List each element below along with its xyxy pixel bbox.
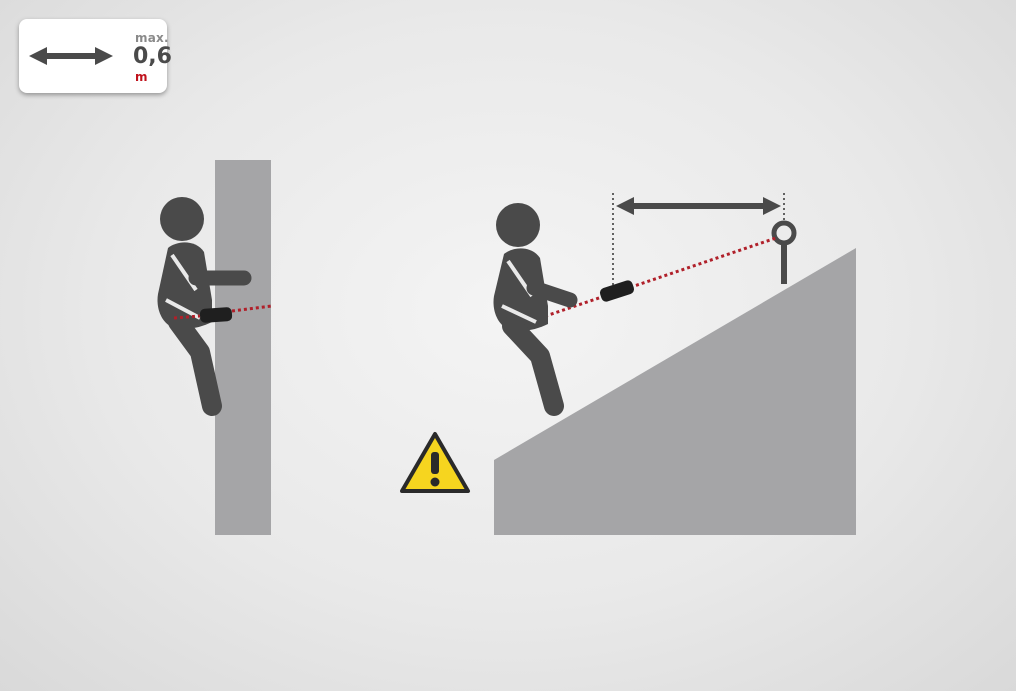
lanyard-absorber-left	[200, 307, 233, 323]
vertical-wall	[215, 160, 271, 535]
worker-leg	[178, 322, 212, 406]
warning-icon	[402, 434, 468, 491]
dimension-arrow-icon	[616, 197, 781, 215]
worker-leg	[512, 326, 554, 406]
lanyard-absorber-right	[599, 279, 636, 303]
anchor-eye-icon	[774, 223, 794, 284]
worker-figure-right	[494, 203, 571, 406]
worker-head	[160, 197, 204, 241]
worker-head	[496, 203, 540, 247]
lanyard-right	[528, 238, 776, 322]
